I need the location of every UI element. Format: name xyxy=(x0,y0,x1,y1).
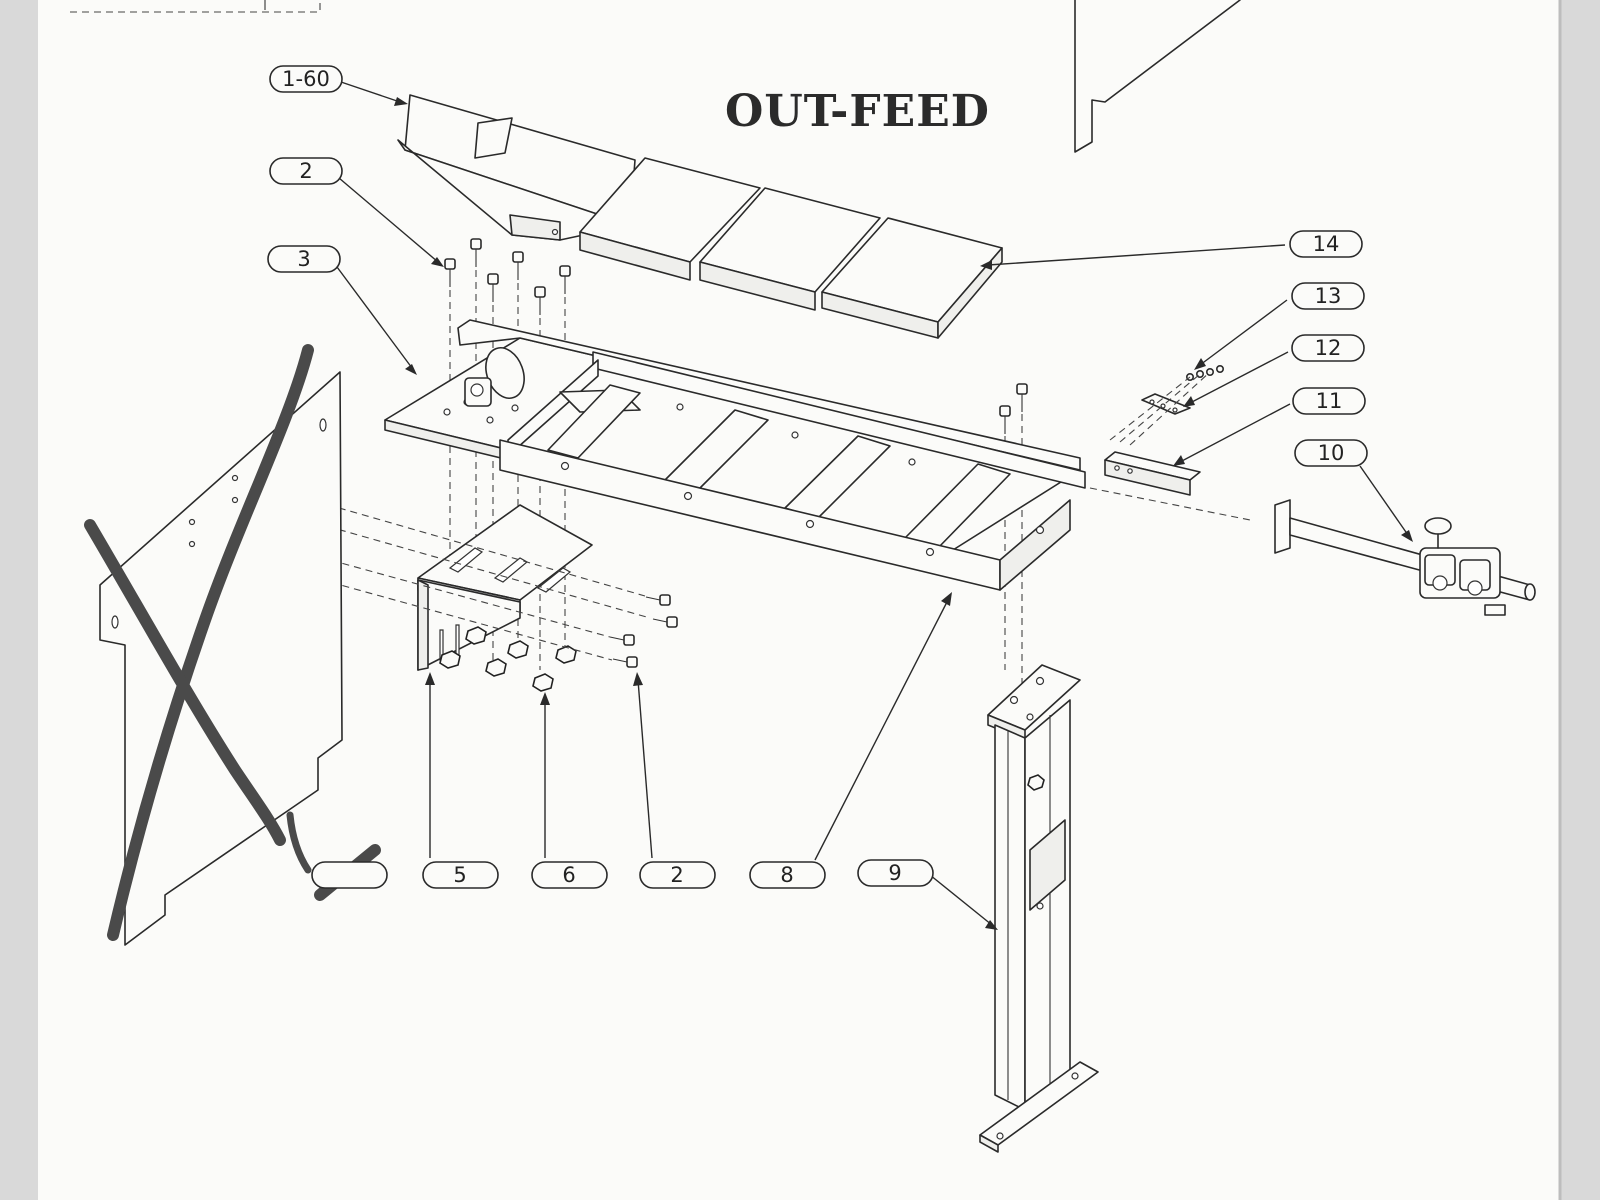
svg-text:12: 12 xyxy=(1315,336,1342,360)
svg-text:14: 14 xyxy=(1313,232,1340,256)
svg-text:8: 8 xyxy=(780,863,793,887)
callout-part-5: 5 xyxy=(422,861,499,889)
callout-part-10: 10 xyxy=(1294,439,1368,467)
callout-part-6: 6 xyxy=(531,861,608,889)
callout-part-9: 9 xyxy=(857,859,934,887)
small-parts-guide-lines xyxy=(1089,371,1251,521)
part-side-panel xyxy=(99,371,343,946)
top-right-panel-remnant xyxy=(1074,0,1241,153)
part-12-plate xyxy=(1141,393,1191,415)
part-top-cover xyxy=(397,94,1003,339)
callout-part-11: 11 xyxy=(1292,387,1366,415)
callout-part-2-top: 2 xyxy=(269,157,343,185)
svg-text:2: 2 xyxy=(299,159,312,183)
part-nuts xyxy=(439,626,577,692)
callout-part-2-bottom: 2 xyxy=(639,861,716,889)
part-11-bar xyxy=(1104,451,1201,496)
callout-leader-lines xyxy=(336,81,1413,930)
callout-part-1-60: 1-60 xyxy=(269,65,343,93)
svg-text:6: 6 xyxy=(562,863,575,887)
svg-text:3: 3 xyxy=(297,247,310,271)
callout-part-13: 13 xyxy=(1291,282,1365,310)
svg-text:5: 5 xyxy=(453,863,466,887)
top-left-frame-remnant xyxy=(70,0,321,13)
part-top-bolts xyxy=(444,238,1028,434)
part-side-bolts xyxy=(609,594,678,668)
svg-text:13: 13 xyxy=(1315,284,1342,308)
svg-text:9: 9 xyxy=(888,861,901,885)
diagram-title: OUT-FEED xyxy=(725,86,990,137)
callout-part-4-crossed xyxy=(311,861,388,889)
callout-bubbles: 1-60 2 3 14 13 12 11 10 xyxy=(267,65,1368,889)
callout-part-3: 3 xyxy=(267,245,341,273)
callout-part-14: 14 xyxy=(1289,230,1363,258)
callout-part-8: 8 xyxy=(749,861,826,889)
svg-text:1-60: 1-60 xyxy=(282,67,330,91)
part-fence-stop-rod xyxy=(1274,499,1536,616)
part-13-screws xyxy=(1186,364,1225,381)
part-leg-stand xyxy=(979,664,1099,1153)
svg-text:11: 11 xyxy=(1316,389,1343,413)
part-roller-frame xyxy=(464,347,1086,591)
svg-text:10: 10 xyxy=(1318,441,1345,465)
svg-text:2: 2 xyxy=(670,863,683,887)
callout-part-12: 12 xyxy=(1291,334,1365,362)
